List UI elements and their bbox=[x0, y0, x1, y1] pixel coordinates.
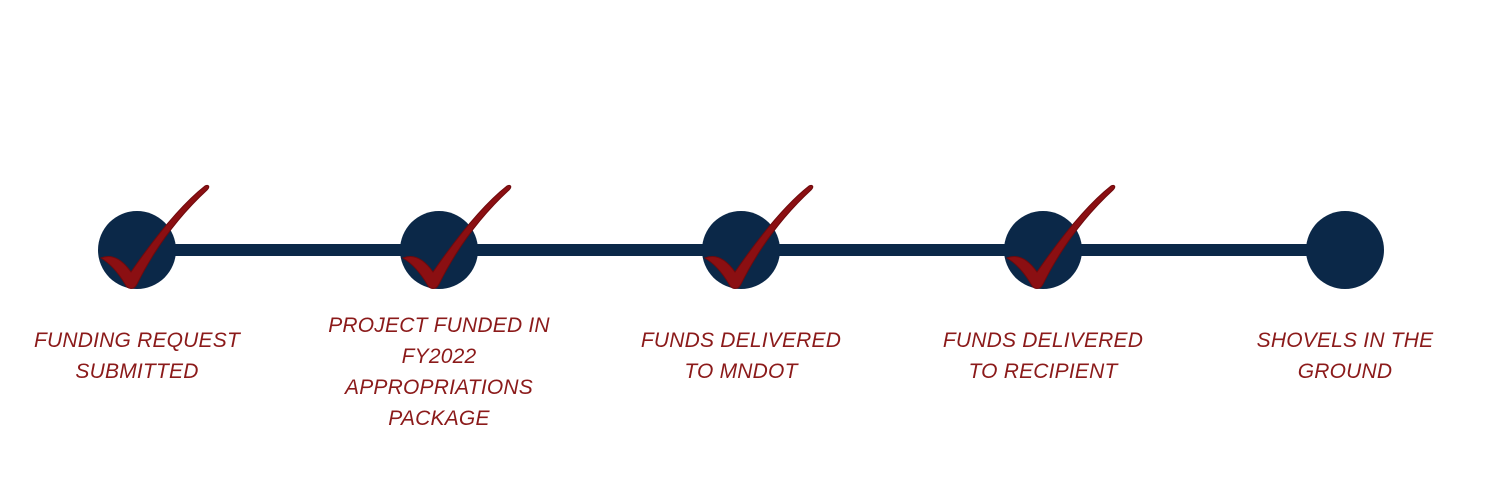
checkmark-icon bbox=[703, 184, 814, 289]
timeline-step-node bbox=[702, 184, 814, 289]
step-label-line: PROJECT FUNDED IN bbox=[328, 314, 550, 337]
step-label-funds-delivered-to-recipient: FUNDS DELIVERED TO RECIPIENT bbox=[923, 325, 1163, 387]
checkmark-icon bbox=[401, 184, 512, 289]
step-label-line: FUNDS DELIVERED bbox=[640, 329, 842, 352]
step-label-line: FUNDS DELIVERED bbox=[942, 329, 1144, 352]
timeline-step-node bbox=[98, 184, 210, 289]
timeline-nodes bbox=[98, 184, 1384, 289]
step-label-line: SHOVELS IN THE bbox=[1256, 329, 1434, 352]
step-label-line: PACKAGE bbox=[388, 407, 490, 430]
step-label-funding-request-submitted: FUNDING REQUEST SUBMITTED bbox=[17, 325, 257, 387]
step-label-line: SUBMITTED bbox=[75, 360, 199, 383]
step-label-line: TO MNDOT bbox=[684, 360, 798, 383]
timeline-step-node bbox=[1306, 211, 1384, 289]
step-circle bbox=[1306, 211, 1384, 289]
step-label-line: TO RECIPIENT bbox=[968, 360, 1118, 383]
step-label-shovels-in-the-ground: SHOVELS IN THE GROUND bbox=[1225, 325, 1465, 387]
step-label-funds-delivered-to-mndot: FUNDS DELIVERED TO MNDOT bbox=[621, 325, 861, 387]
timeline-step-node bbox=[1004, 184, 1116, 289]
step-label-line: FY2022 bbox=[401, 345, 477, 368]
step-label-line: APPROPRIATIONS bbox=[345, 376, 533, 399]
checkmark-icon bbox=[1005, 184, 1116, 289]
timeline-step-node bbox=[400, 184, 512, 289]
checkmark-icon bbox=[99, 184, 210, 289]
step-label-line: FUNDING REQUEST bbox=[33, 329, 240, 352]
step-label-line: GROUND bbox=[1297, 360, 1393, 383]
